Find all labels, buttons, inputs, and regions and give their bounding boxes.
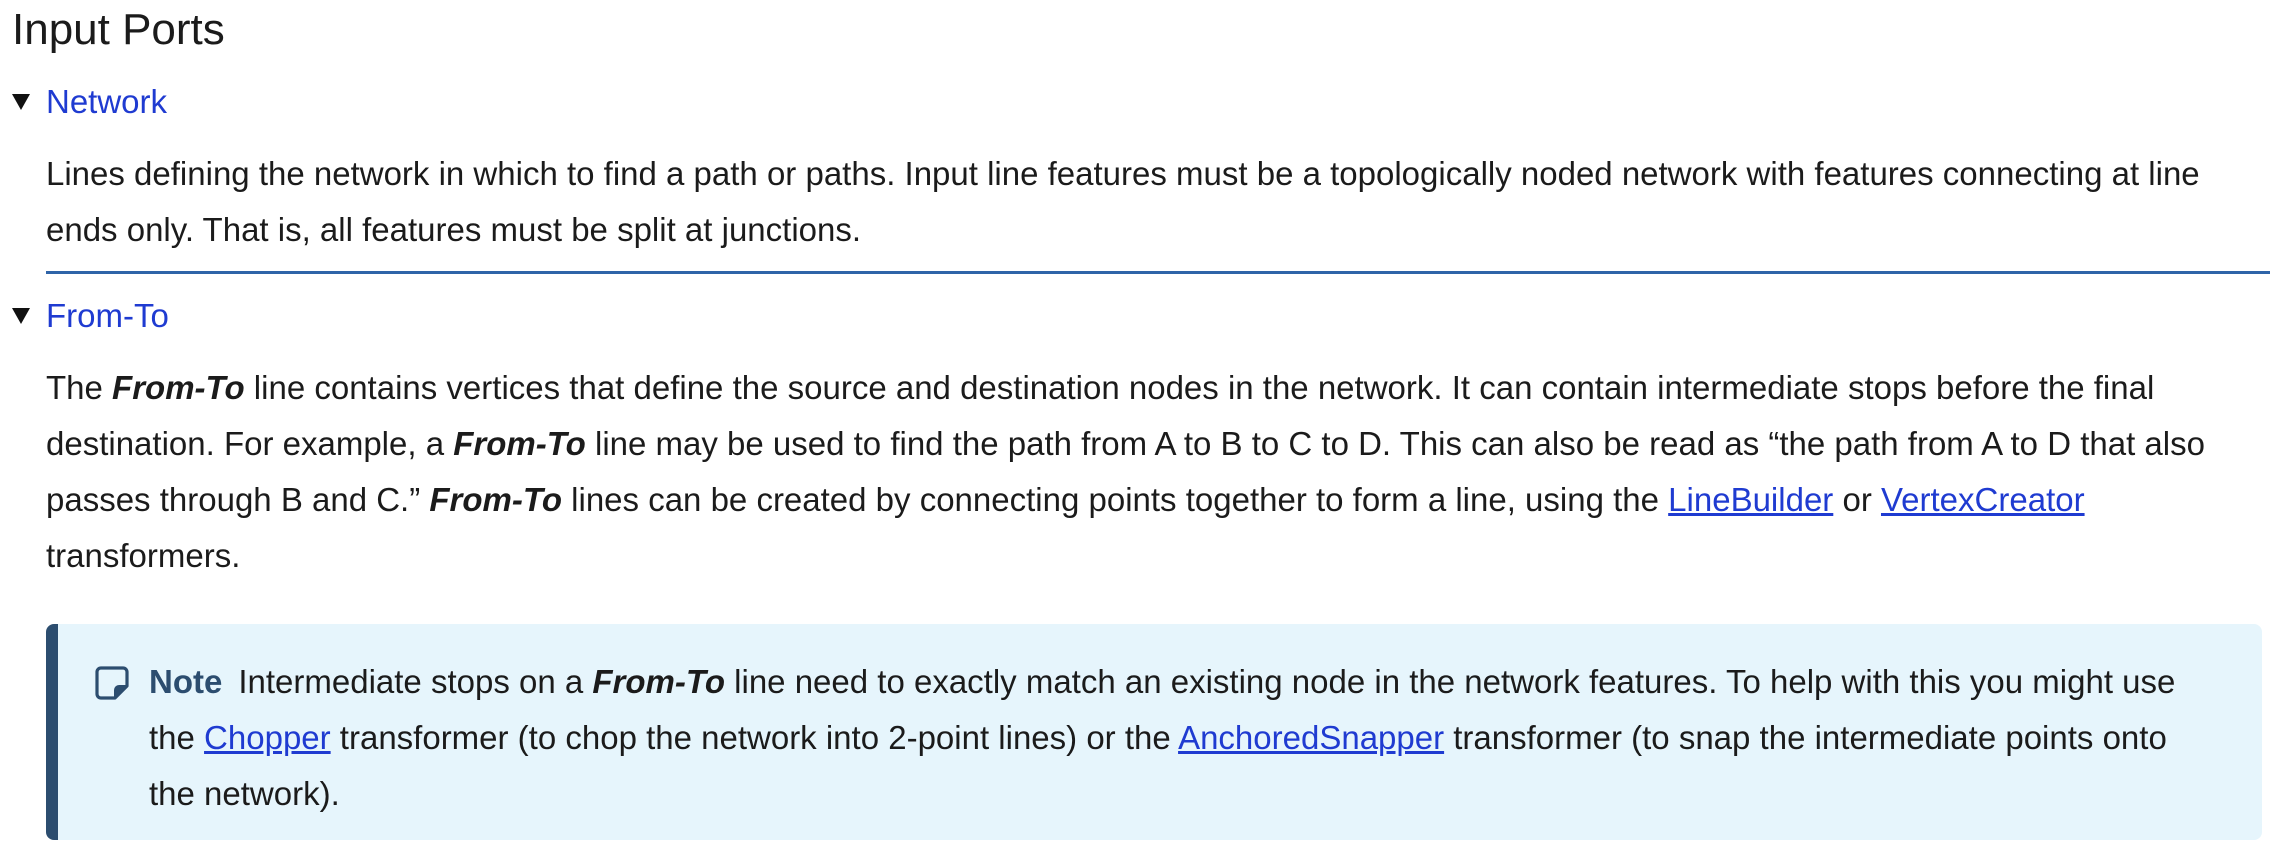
text-run: transformer (to snap the intermediate po… [1444, 719, 2167, 756]
chopper-link[interactable]: Chopper [204, 719, 331, 756]
text-run: line may be used to find the path from A… [585, 425, 2205, 462]
expand-triangle-icon[interactable] [12, 308, 30, 324]
text-run: Intermediate stops on a [238, 663, 593, 700]
note-icon [94, 665, 130, 706]
network-description-line2: ends only. That is, all features must be… [46, 211, 862, 248]
linebuilder-link[interactable]: LineBuilder [1668, 481, 1834, 518]
network-description-line1: Lines defining the network in which to f… [46, 155, 2200, 192]
note-label: Note [149, 663, 223, 700]
text-run: lines can be created by connecting point… [561, 481, 1669, 518]
note-callout: Note Intermediate stops on a From-To line… [46, 624, 2262, 840]
text-run: line need to exactly match an existing n… [724, 663, 2176, 700]
anchoredsnapper-link[interactable]: AnchoredSnapper [1178, 719, 1445, 756]
text-run: passes through B and C.” [46, 481, 430, 518]
section-toggle-from-to[interactable]: From-To [12, 292, 169, 340]
vertexcreator-link[interactable]: VertexCreator [1880, 481, 2085, 518]
text-run: the [149, 719, 205, 756]
section-title-network[interactable]: Network [46, 83, 168, 120]
text-run: transformers. [46, 537, 241, 574]
term-from-to: From-To [429, 481, 562, 518]
note-text: Note Intermediate stops on a From-To line… [149, 654, 2242, 822]
text-run: the network). [149, 775, 340, 812]
expand-triangle-icon[interactable] [12, 94, 30, 110]
network-description: Lines defining the network in which to f… [46, 146, 2200, 258]
text-run: destination. For example, a [46, 425, 454, 462]
term-from-to: From-To [592, 663, 725, 700]
term-from-to: From-To [453, 425, 586, 462]
page-title: Input Ports [12, 5, 225, 54]
section-divider [46, 271, 2270, 274]
text-run: The [46, 369, 113, 406]
term-from-to: From-To [112, 369, 245, 406]
from-to-description: The From-To line contains vertices that … [46, 360, 2205, 584]
text-run: transformer (to chop the network into 2-… [330, 719, 1179, 756]
text-run: line contains vertices that define the s… [244, 369, 2155, 406]
text-run: or [1833, 481, 1881, 518]
section-toggle-network[interactable]: Network [12, 78, 167, 126]
section-title-from-to[interactable]: From-To [46, 297, 169, 334]
